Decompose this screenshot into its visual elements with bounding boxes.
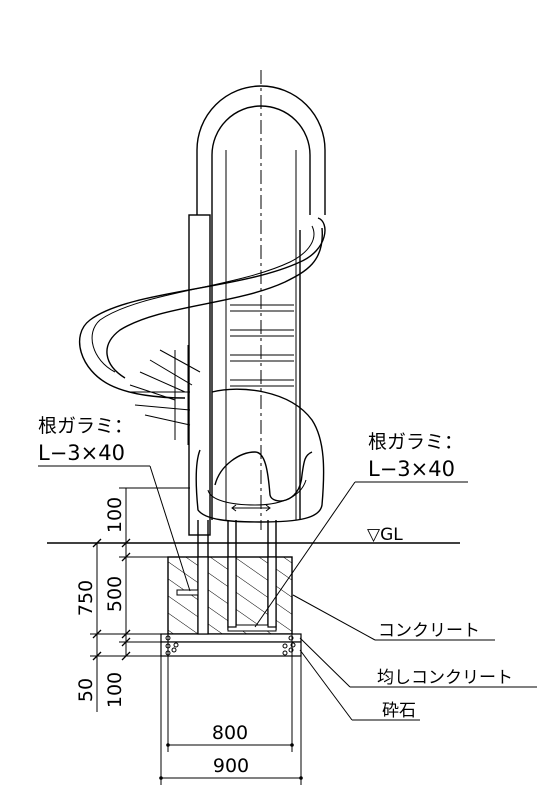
dim-800: 800 — [212, 722, 248, 744]
leveling-concrete-label: 均しコンクリート — [377, 668, 513, 688]
left-anchor-callout: 根ガラミ： L−3×40 — [38, 415, 191, 592]
top-arch-inner — [211, 105, 311, 215]
spiral-upper-mid — [91, 225, 315, 373]
right-anchor-callout: 根ガラミ： L−3×40 — [254, 431, 468, 628]
dim-100-bottom: 100 — [104, 672, 126, 708]
left-anchor-title: 根ガラミ： — [38, 415, 133, 437]
anchor-bar-bottom — [227, 624, 277, 632]
ground-level-label: ▽GL — [367, 525, 403, 545]
slide-chute-inner — [214, 451, 313, 502]
ladder-rungs — [230, 304, 294, 387]
back-column — [188, 214, 211, 536]
dim-750: 750 — [75, 580, 97, 616]
top-arch — [196, 85, 326, 215]
left-anchor-size: L−3×40 — [38, 441, 125, 465]
slide-structure — [79, 70, 326, 635]
spiral-supports — [128, 345, 201, 445]
horizontal-dimensions: 800 900 — [159, 634, 303, 785]
slide-chute-exit — [207, 479, 307, 506]
right-anchor-size: L−3×40 — [368, 457, 455, 481]
spiral-upper-outer — [79, 217, 326, 399]
dim-50: 50 — [75, 678, 97, 702]
material-callouts: コンクリート 均しコンクリート 砕石 — [292, 594, 537, 721]
leveling-concrete-layer — [160, 633, 302, 643]
slide-exit-arrows — [231, 504, 271, 512]
dim-100-top: 100 — [104, 497, 126, 533]
dim-500: 500 — [104, 576, 126, 612]
dim-900: 900 — [213, 755, 249, 777]
slide-chute-outer — [195, 388, 325, 523]
vertical-dimensions: 100 750 500 50 100 — [75, 487, 190, 712]
foundation — [160, 556, 302, 657]
spiral-upper-inner — [106, 227, 323, 379]
crushed-stone-layer — [160, 641, 302, 657]
crushed-stone-label: 砕石 — [382, 701, 416, 721]
concrete-label: コンクリート — [378, 621, 480, 641]
right-anchor-title: 根ガラミ： — [368, 431, 463, 453]
